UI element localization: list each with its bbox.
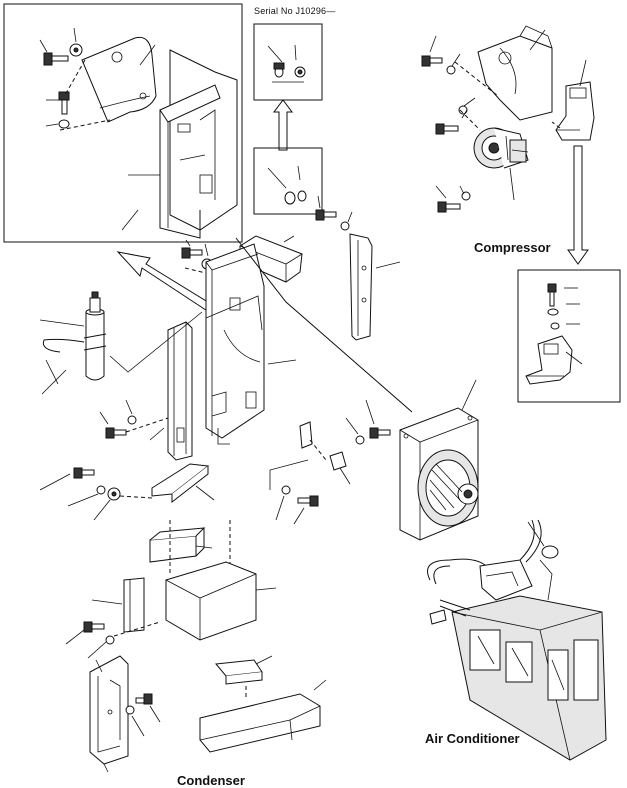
condenser-unit-icon (399, 379, 479, 541)
air-conditioner-unit-icon (427, 519, 607, 761)
receiver-dryer-icon (39, 291, 107, 395)
bolt-icon (43, 52, 69, 66)
condenser-label: Condenser (177, 773, 245, 788)
center-frame-assembly (109, 195, 413, 461)
serial-number-note: Serial No J10296— (254, 6, 336, 16)
bolt-set-left (99, 399, 169, 439)
bolt-icon (58, 91, 70, 115)
compressor-assembly (421, 25, 595, 265)
compressor-icon (473, 127, 529, 169)
compressor-bracket-detail (517, 269, 621, 403)
lower-left-parts (39, 463, 327, 773)
compressor-label: Compressor (474, 240, 551, 255)
serial-detail-box (253, 23, 323, 215)
nut-icon (58, 119, 70, 129)
washer-icon (69, 43, 83, 57)
small-bracket-center (269, 399, 391, 525)
inset-bracket-detail (3, 3, 243, 243)
air-conditioner-label: Air Conditioner (425, 731, 520, 746)
